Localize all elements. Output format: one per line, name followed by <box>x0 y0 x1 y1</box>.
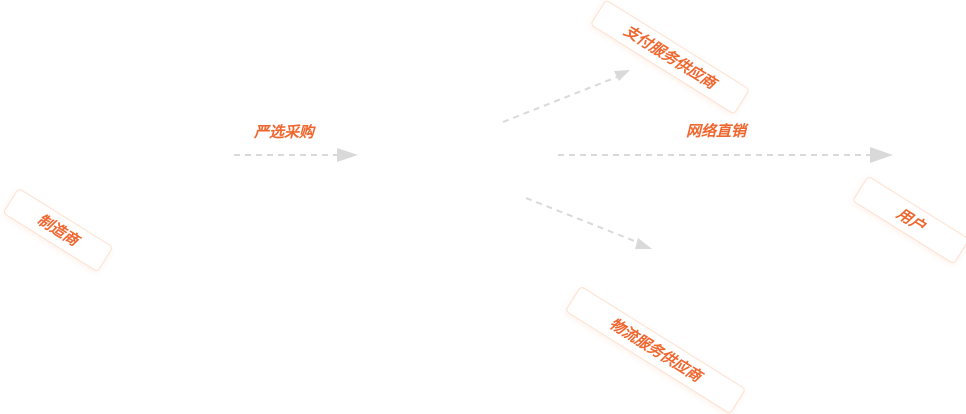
edge-label-network-direct-sales: 网络直销 <box>686 122 747 140</box>
edge-label-select-purchase: 严选采购 <box>254 123 315 141</box>
arrow-to-payment <box>502 74 623 123</box>
arrowhead-to-payment <box>614 70 630 81</box>
arrowhead-to-logistics <box>635 238 652 249</box>
arrow-to-logistics <box>525 197 643 245</box>
arrowhead-network-direct-sales <box>870 147 893 163</box>
arrowhead-select-purchase <box>337 148 358 162</box>
